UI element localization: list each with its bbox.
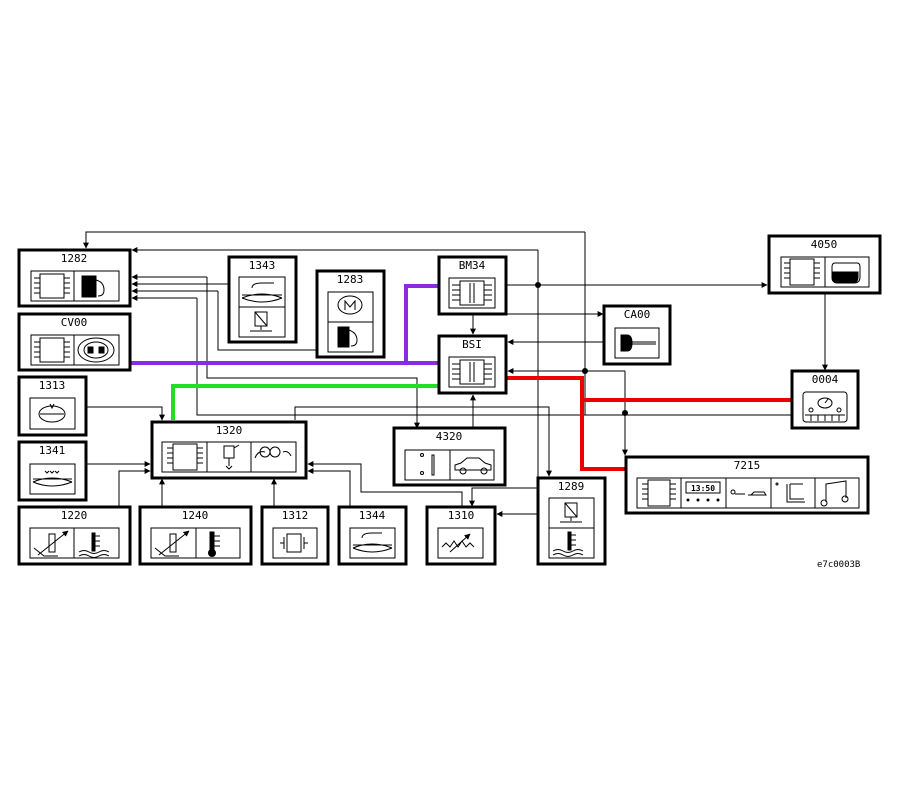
key-car-icon xyxy=(730,489,767,496)
component-1343[interactable]: 1343 xyxy=(227,255,298,344)
fuel-pump-icon xyxy=(337,326,358,348)
component-label: BSI xyxy=(462,338,482,351)
buzzer-icon xyxy=(820,480,849,507)
air-flow-sensor-icon xyxy=(32,470,73,487)
junction-dot xyxy=(622,410,628,416)
component-label: 4320 xyxy=(436,430,463,443)
clock-display-icon: 13:50 xyxy=(685,481,721,502)
component-7215[interactable]: 7215 13:50 xyxy=(624,455,870,515)
wire-to-1310 xyxy=(469,428,539,507)
component-1310[interactable]: 1310 xyxy=(425,505,497,566)
canister-valve-icon xyxy=(352,532,393,553)
component-label: BM34 xyxy=(459,259,486,272)
wire-1282-4 xyxy=(132,298,792,416)
coolant-temp-icon xyxy=(78,532,110,558)
component-1313[interactable]: 1313 xyxy=(17,375,88,437)
component-1282[interactable]: 1282 xyxy=(17,248,132,308)
ecu-chip-icon xyxy=(642,479,676,507)
gear-selector-icon xyxy=(77,337,115,363)
canister-valve-icon xyxy=(241,282,283,303)
door-icon xyxy=(775,482,805,503)
pressure-sensor-icon xyxy=(280,533,308,553)
component-label: 1312 xyxy=(282,509,309,522)
component-1220[interactable]: 1220 xyxy=(17,505,132,566)
ecu-chip-icon xyxy=(34,273,70,299)
injector-icon xyxy=(223,444,240,470)
junction-dot xyxy=(535,282,541,288)
wire-1220-1320 xyxy=(118,468,151,506)
component-label: 4050 xyxy=(811,238,838,251)
component-1283[interactable]: 1283 xyxy=(315,269,386,359)
variable-resistor-icon xyxy=(441,534,474,553)
switch-icon xyxy=(420,453,435,476)
bus-green xyxy=(171,384,439,420)
fuse-box-icon xyxy=(452,359,492,385)
position-sensor-icon xyxy=(154,531,189,557)
ecu-chip-icon xyxy=(784,258,820,286)
component-1341[interactable]: 1341 xyxy=(17,440,88,502)
ecu-chip-icon xyxy=(167,443,203,471)
instrument-panel-icon xyxy=(802,391,848,423)
solenoid-valve-icon xyxy=(560,502,582,523)
wire-1282-1b xyxy=(206,277,420,429)
fuse-box-icon xyxy=(452,280,492,306)
component-label: 1240 xyxy=(182,509,209,522)
wire-1282-3 xyxy=(132,291,316,351)
component-1344[interactable]: 1344 xyxy=(337,505,408,566)
ignition-key-icon xyxy=(620,334,656,352)
component-label: 0004 xyxy=(812,373,839,386)
component-label: 1344 xyxy=(359,509,386,522)
component-4050[interactable]: 4050 xyxy=(767,234,882,295)
component-label: 1343 xyxy=(249,259,276,272)
wire-to-1282-a xyxy=(132,250,539,428)
component-label: CA00 xyxy=(624,308,651,321)
component-label: 1310 xyxy=(448,509,475,522)
component-4320[interactable]: 4320 xyxy=(392,426,507,487)
bus-purple xyxy=(130,284,439,365)
speed-sensor-icon xyxy=(38,403,66,423)
thermometer-icon xyxy=(208,531,220,557)
component-1240[interactable]: 1240 xyxy=(138,505,253,566)
glow-plug-icon xyxy=(254,446,292,459)
component-1312[interactable]: 1312 xyxy=(260,505,330,566)
component-bsi[interactable]: BSI xyxy=(437,334,508,395)
component-label: 1320 xyxy=(216,424,243,437)
component-label: 1289 xyxy=(558,480,585,493)
coolant-temp-icon xyxy=(552,531,584,557)
component-label: 1313 xyxy=(39,379,66,392)
ecu-chip-icon xyxy=(34,337,70,363)
component-cv00[interactable]: CV00 xyxy=(17,312,132,372)
junctions xyxy=(535,282,628,416)
component-bm34[interactable]: BM34 xyxy=(437,255,508,316)
component-0004[interactable]: 0004 xyxy=(790,369,860,430)
diagram-reference-code: e7c0003B xyxy=(817,560,860,570)
wire-1344-1320 xyxy=(307,468,351,506)
position-sensor-icon xyxy=(33,531,68,557)
component-ca00[interactable]: CA00 xyxy=(602,304,672,366)
component-1289[interactable]: 1289 xyxy=(536,476,607,566)
fuel-pump-icon xyxy=(81,275,105,298)
reservoir-icon xyxy=(831,262,861,284)
component-label: 7215 xyxy=(734,459,761,472)
component-label: 1283 xyxy=(337,273,364,286)
wire-1313-1320 xyxy=(87,406,165,421)
wire-1310-1320 xyxy=(307,461,463,506)
car-icon xyxy=(454,457,492,475)
clock-text: 13:50 xyxy=(691,484,715,493)
component-label: 1282 xyxy=(61,252,88,265)
component-1320[interactable]: 1320 xyxy=(150,420,308,480)
motor-icon xyxy=(337,295,363,315)
component-label: 1341 xyxy=(39,444,66,457)
junction-dot xyxy=(582,368,588,374)
bus-red xyxy=(506,376,791,471)
wire-top-to-1282 xyxy=(83,231,585,249)
solenoid-valve-icon xyxy=(250,311,272,332)
component-label: 1220 xyxy=(61,509,88,522)
wire-1320-1289 xyxy=(294,406,552,477)
component-label: CV00 xyxy=(61,316,88,329)
